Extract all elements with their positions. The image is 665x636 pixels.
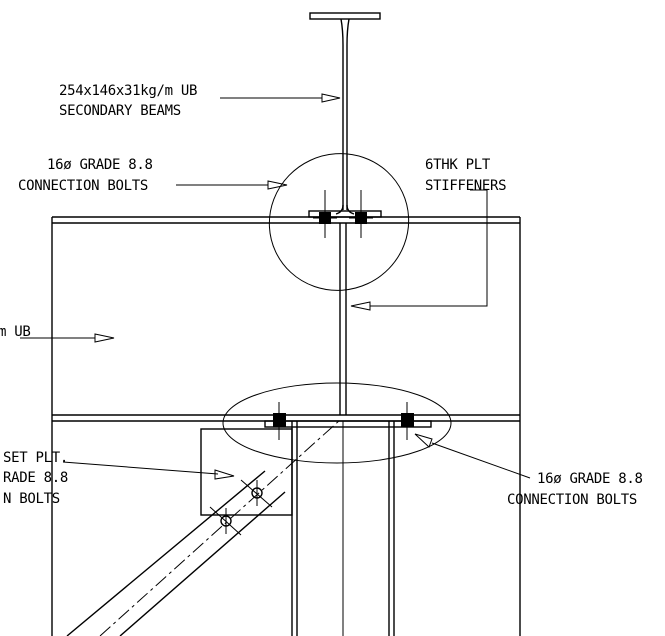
gusset-plate-outline: [200, 428, 293, 516]
stiffener-label: 6THK PLT: [425, 157, 491, 173]
top-cleat-plate: [308, 210, 382, 218]
secondary-beam-label: 254x146x31kg/m UB: [59, 83, 197, 99]
top-detail-ellipse: [268, 153, 410, 291]
bottom-connection: [264, 402, 432, 440]
secondary-beam: [309, 12, 381, 215]
top-bolts-label: 16ø GRADE 8.8: [47, 157, 153, 173]
bottom-bolts-label: 16ø GRADE 8.8: [537, 471, 643, 487]
secondary-beam-web-left: [340, 18, 344, 210]
secondary-beam-label-2: SECONDARY BEAMS: [59, 103, 181, 119]
column: [291, 421, 395, 636]
secondary-beam-root: [335, 204, 355, 215]
brace-centerline: [99, 419, 341, 636]
main-beam-label: m UB: [0, 324, 31, 340]
stiffener-label-2: STIFFENERS: [425, 178, 506, 194]
bottom-detail-ellipse: [222, 382, 452, 464]
stiffener-plate: [339, 223, 347, 415]
top-connection: [308, 190, 382, 238]
secondary-beam-top-flange: [309, 12, 381, 20]
gusset-label: SET PLT.: [3, 450, 68, 466]
gusset-label-2: RADE 8.8: [3, 470, 68, 486]
diagonal-brace: [66, 419, 341, 636]
top-bolts-label-2: CONNECTION BOLTS: [18, 178, 148, 194]
gusset-label-3: N BOLTS: [3, 491, 60, 507]
bottom-bolts-label-2: CONNECTION BOLTS: [507, 492, 637, 508]
leaders: [20, 93, 531, 480]
gusset-plate: [200, 428, 293, 516]
cap-plate: [264, 420, 432, 428]
secondary-beam-web-right: [346, 18, 350, 210]
